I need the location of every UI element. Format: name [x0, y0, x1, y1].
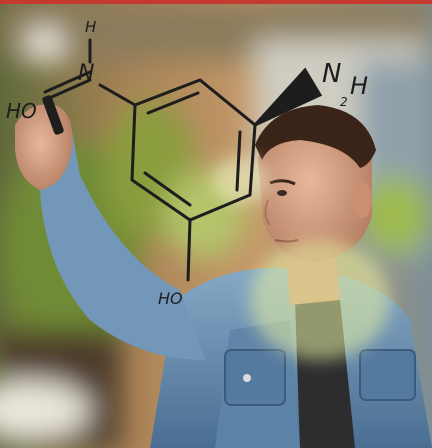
bond-bottom: [186, 218, 192, 282]
foreground-glow: [212, 156, 390, 360]
bond-ho: [43, 78, 92, 102]
bond-ho-double: [43, 70, 92, 94]
label-nh2-sub: 2: [340, 95, 348, 109]
label-ho-left: HO: [6, 99, 37, 123]
benzene-ring: [130, 78, 257, 222]
raised-arm: [20, 116, 205, 361]
label-nh2-h: H: [350, 72, 368, 100]
eye: [277, 190, 287, 196]
ear: [352, 182, 372, 218]
eyebrow: [269, 179, 296, 186]
label-n-left: N: [78, 61, 94, 86]
jacket-button: [243, 374, 251, 382]
marker-pen: [42, 95, 64, 135]
hair: [255, 105, 376, 168]
label-ho-bottom: HO: [158, 289, 183, 308]
double-bond-3: [143, 171, 192, 207]
molecule-labels: H N HO N H 2 HO: [6, 18, 368, 308]
label-nh2-n: N: [322, 59, 341, 89]
label-h-top: H: [85, 18, 96, 36]
molecule-drawing: [43, 38, 323, 282]
person: [15, 95, 432, 448]
chest-pocket: [224, 349, 286, 406]
mouth: [274, 239, 299, 243]
bond-left: [98, 83, 137, 107]
double-bond-2: [235, 130, 242, 192]
double-bond-1: [146, 91, 200, 115]
wedge-bond: [253, 67, 323, 127]
top-stripe: [0, 0, 432, 4]
